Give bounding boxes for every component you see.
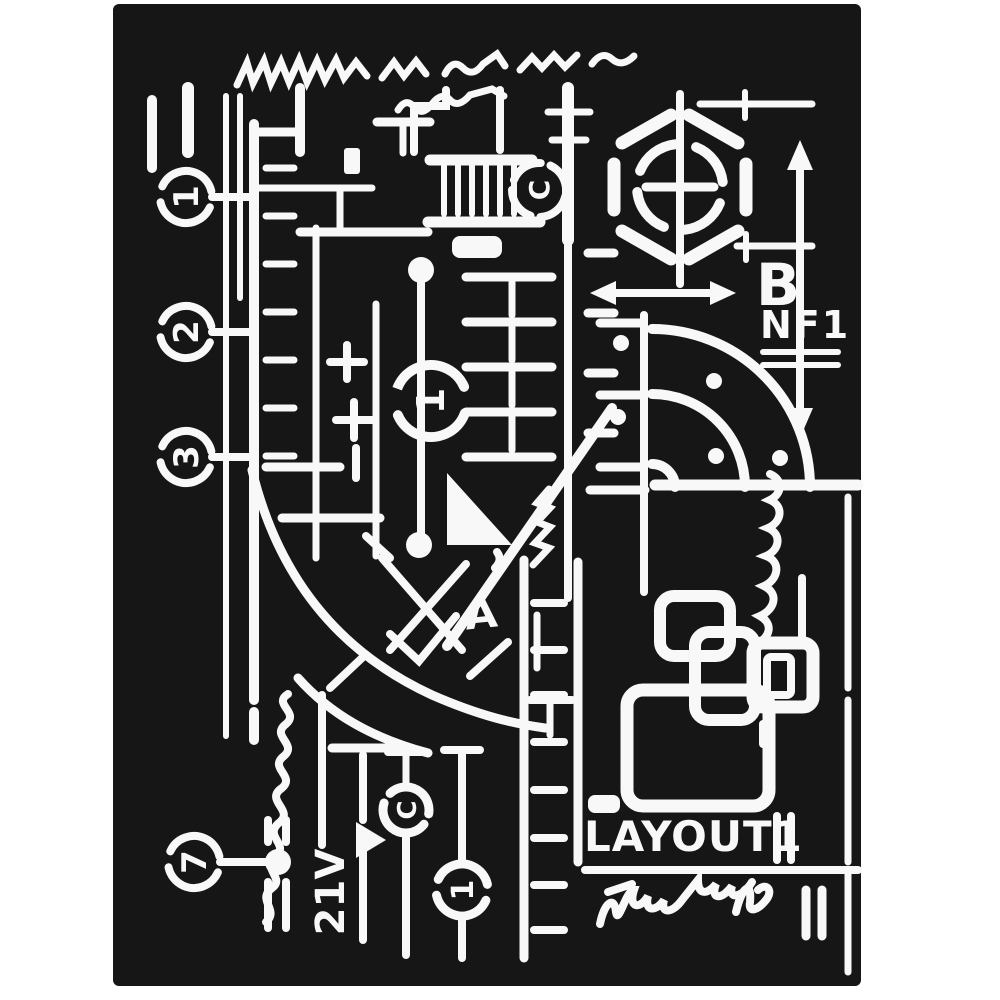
circled-c-bottom-letter: C	[393, 800, 423, 819]
letter-b-label: B	[756, 251, 800, 319]
dash-strip	[583, 248, 650, 495]
stencil-black-sheet	[113, 4, 861, 986]
target-ring-icon	[632, 139, 728, 235]
callout-3	[156, 427, 258, 487]
left-rails-and-ticks	[223, 93, 385, 745]
handwriting-bottom-icon	[596, 868, 827, 941]
ruler-ticks-icon	[262, 164, 298, 460]
handwriting-right-icon	[751, 470, 784, 648]
layout1-label: LAYOUT1	[584, 812, 803, 861]
stencil-text-layer: 1 2 3 7 C 1 C 1 B NF1 LAYOUT1 21V A	[167, 180, 850, 936]
arrowhead-right-icon	[356, 822, 386, 858]
central-rail	[544, 82, 594, 602]
ladder-icon	[461, 272, 557, 462]
callout-2	[156, 302, 258, 362]
top-left-bars	[147, 82, 305, 173]
nf1-label: NF1	[760, 303, 850, 347]
circled-one-center-number: 1	[409, 388, 453, 414]
hex-nut-icon	[607, 90, 753, 288]
callout-1-number: 1	[167, 185, 207, 209]
quarter-arc-fan-icon	[640, 311, 864, 596]
circled-one-bottom-group	[431, 746, 493, 962]
top-middle-steps	[254, 86, 504, 258]
circled-c-bottom-group	[356, 748, 434, 959]
bottom-left-lines	[318, 691, 399, 944]
voltage-21v-label: 21V	[308, 849, 354, 936]
sweeping-arcs	[247, 465, 550, 758]
plus-marks-icon	[326, 341, 376, 482]
circled-one-bottom-number: 1	[446, 880, 481, 901]
letter-a-label: A	[462, 587, 500, 639]
layout-frame	[581, 683, 862, 874]
callout-3-number: 3	[167, 445, 207, 469]
circled-c-top-letter: C	[523, 180, 556, 201]
handwriting-left-icon	[262, 690, 294, 926]
callout-1	[156, 167, 258, 227]
crosshair-icon	[641, 90, 719, 288]
callout-2-number: 2	[167, 320, 207, 344]
diagonal-scratches	[326, 403, 617, 692]
nf1-underlines	[760, 349, 841, 368]
grill-comb-icon	[422, 154, 546, 228]
callout-7-number: 7	[175, 850, 215, 874]
set-square-triangle-icon	[447, 473, 512, 545]
bottom-center-rails	[519, 555, 583, 963]
stencil-artwork	[147, 49, 864, 976]
horizontal-dimension-arrow-icon	[590, 281, 736, 305]
